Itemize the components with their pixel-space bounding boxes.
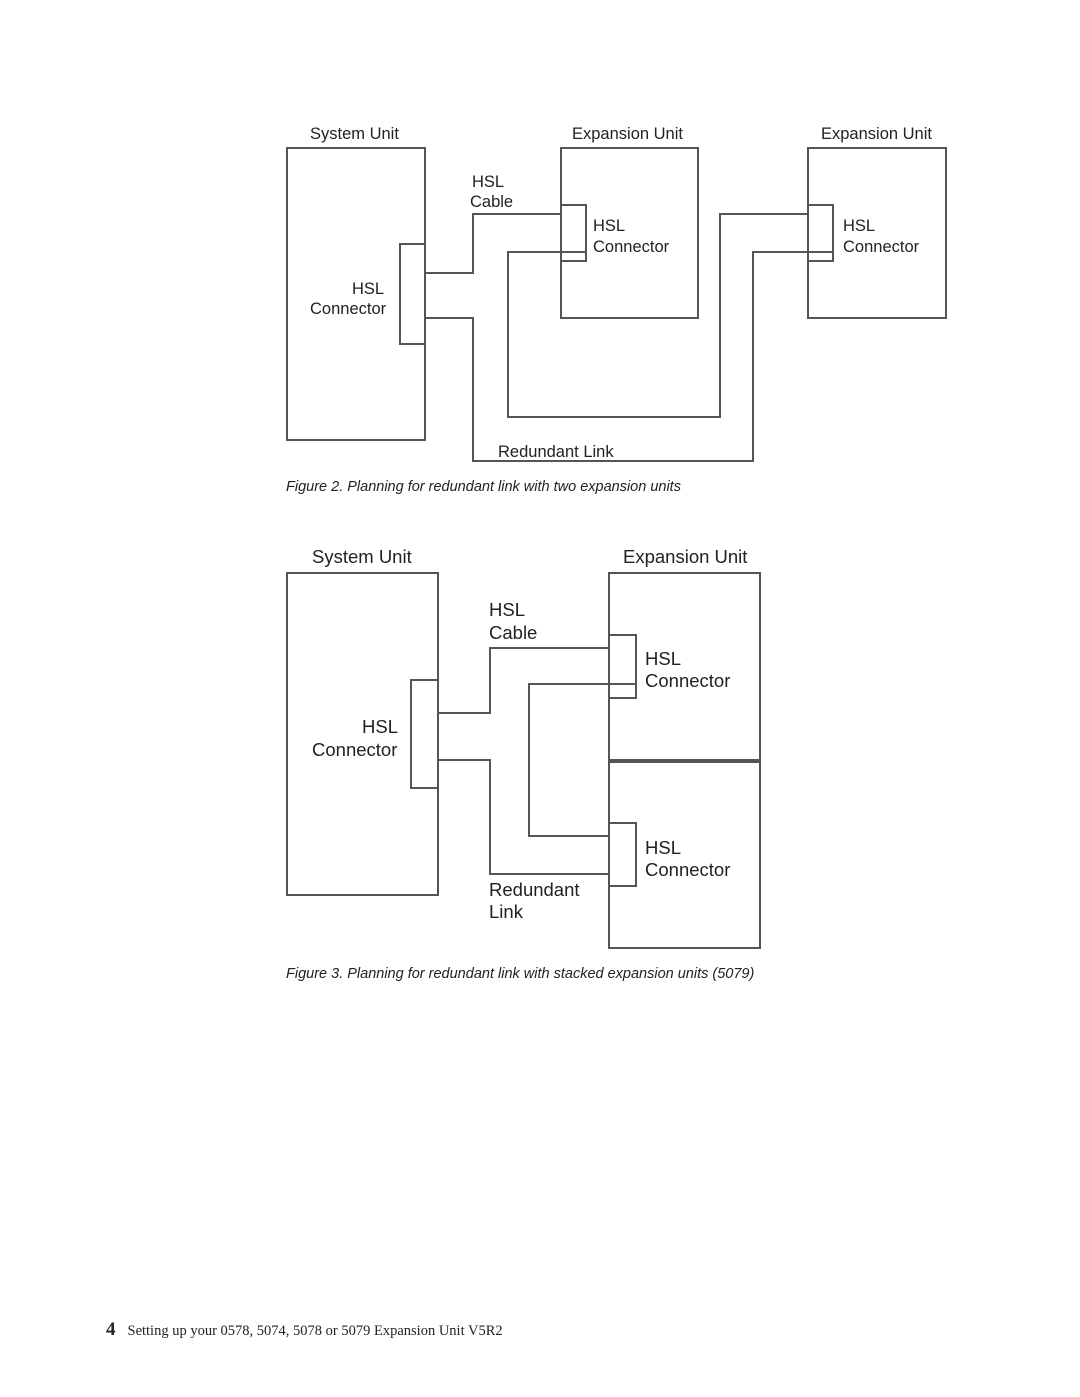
expansion-unit-2-title: Expansion Unit bbox=[821, 125, 932, 143]
page-footer: 4 Setting up your 0578, 5074, 5078 or 507… bbox=[106, 1319, 503, 1341]
redundant-link-label: Redundant Link bbox=[498, 443, 614, 461]
top-hsl-connector bbox=[608, 634, 637, 699]
bottom-connector-label-line1: HSL bbox=[645, 837, 681, 858]
bottom-connector-label-line2: Connector bbox=[645, 859, 730, 880]
figure-2-caption: Figure 2. Planning for redundant link wi… bbox=[286, 479, 681, 495]
expansion-1-connector-label-line1: HSL bbox=[593, 217, 625, 235]
redundant-link-label-line2: Link bbox=[489, 901, 524, 922]
expansion-2-connector-label-line2: Connector bbox=[843, 238, 920, 256]
figure-3-caption: Figure 3. Planning for redundant link wi… bbox=[286, 966, 755, 982]
redundant-link-line bbox=[425, 251, 833, 462]
expansion-unit-1-title: Expansion Unit bbox=[572, 125, 683, 143]
expansion-unit-title: Expansion Unit bbox=[623, 546, 747, 567]
system-connector-label-line1: HSL bbox=[352, 280, 384, 298]
hsl-cable-line bbox=[425, 213, 561, 274]
redundant-link-line bbox=[438, 759, 609, 875]
hsl-cable-label-line1: HSL bbox=[472, 173, 504, 191]
hsl-cable-label-line1: HSL bbox=[489, 599, 525, 620]
top-connector-label-line2: Connector bbox=[645, 670, 730, 691]
system-hsl-connector bbox=[399, 243, 426, 345]
page-number: 4 bbox=[106, 1319, 116, 1340]
figure-3-diagram: System Unit Expansion Unit HSL Cable HSL… bbox=[286, 546, 761, 949]
hsl-cable-line bbox=[438, 647, 609, 714]
system-unit-title: System Unit bbox=[312, 546, 412, 567]
stack-cable-line bbox=[528, 683, 636, 837]
system-connector-label-line2: Connector bbox=[310, 300, 387, 318]
inter-unit-cable-line bbox=[507, 213, 808, 418]
top-connector-label-line1: HSL bbox=[645, 648, 681, 669]
bottom-hsl-connector bbox=[608, 822, 637, 887]
expansion-2-connector-label-line1: HSL bbox=[843, 217, 875, 235]
hsl-cable-label-line2: Cable bbox=[470, 193, 513, 211]
system-unit-title: System Unit bbox=[310, 125, 399, 143]
expansion-1-connector-label-line2: Connector bbox=[593, 238, 670, 256]
system-hsl-connector bbox=[410, 679, 439, 789]
redundant-link-label-line1: Redundant bbox=[489, 879, 580, 900]
hsl-cable-label-line2: Cable bbox=[489, 622, 537, 643]
book-title: Setting up your 0578, 5074, 5078 or 5079… bbox=[127, 1323, 503, 1339]
figure-2-diagram: System Unit Expansion Unit Expansion Uni… bbox=[286, 125, 947, 462]
system-connector-label-line1: HSL bbox=[362, 716, 398, 737]
system-connector-label-line2: Connector bbox=[312, 739, 397, 760]
